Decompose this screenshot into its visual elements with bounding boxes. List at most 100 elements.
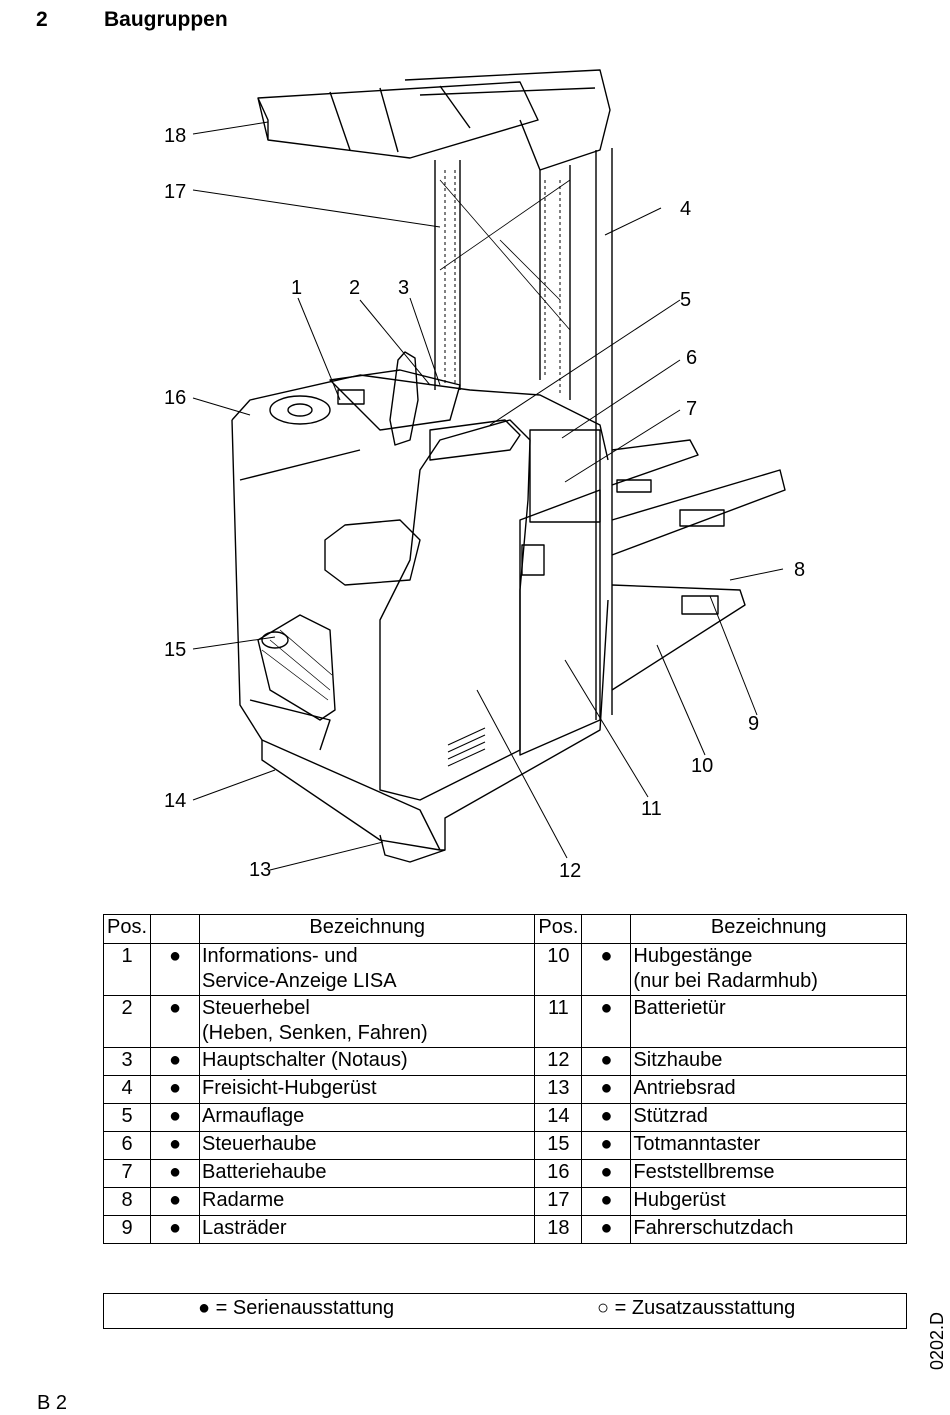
standard-equipment-dot: ● (150, 1103, 200, 1132)
standard-equipment-dot: ● (581, 1103, 632, 1132)
header-pos: Pos. (534, 914, 583, 944)
pos-cell: 4 (103, 1075, 151, 1104)
name-cell: Antriebsrad (630, 1075, 907, 1104)
standard-equipment-dot: ● (150, 995, 200, 1048)
pos-cell: 14 (534, 1103, 583, 1132)
name-cell: Freisicht-Hubgerüst (198, 1075, 536, 1104)
callout-6: 6 (686, 347, 697, 369)
standard-equipment-dot: ● (150, 1075, 200, 1104)
header-name: Bezeichnung (198, 914, 536, 944)
section-number: 2 (36, 8, 48, 31)
legend-standard: ● = Serienausstattung (198, 1297, 395, 1319)
callout-4: 4 (680, 198, 691, 220)
name-cell: Totmanntaster (630, 1131, 907, 1160)
name-cell: Steuerhaube (198, 1131, 536, 1160)
callout-11: 11 (641, 798, 662, 820)
callout-18: 18 (164, 125, 186, 147)
callout-1: 1 (291, 277, 302, 299)
standard-equipment-dot: ● (581, 1187, 632, 1216)
header-dot (581, 914, 632, 944)
name-cell: Hubgestänge (nur bei Radarmhub) (630, 943, 907, 996)
forklift-illustration: 1 2 3 4 5 6 7 8 9 10 11 12 13 14 15 16 1… (164, 69, 805, 882)
callout-leaders (192, 121, 784, 871)
pos-cell: 8 (103, 1187, 151, 1216)
name-cell: Lasträder (198, 1215, 536, 1244)
legend-optional: ○ = Zusatzausstattung (597, 1297, 796, 1319)
name-line: (nur bei Radarmhub) (633, 970, 818, 992)
header-name: Bezeichnung (630, 914, 907, 944)
table-row: 8 ● Radarme 17 ● Hubgerüst (103, 1187, 907, 1216)
pos-cell: 3 (103, 1047, 151, 1076)
standard-equipment-dot: ● (581, 1131, 632, 1160)
name-cell: Steuerhebel (Heben, Senken, Fahren) (198, 995, 536, 1048)
callout-5: 5 (680, 289, 691, 311)
name-line: Steuerhebel (202, 997, 310, 1019)
table-row: 9 ● Lasträder 18 ● Fahrerschutzdach (103, 1215, 907, 1244)
page-number: B 2 (37, 1392, 68, 1414)
name-cell: Hauptschalter (Notaus) (198, 1047, 536, 1076)
name-cell: Hubgerüst (630, 1187, 907, 1216)
callout-14: 14 (164, 790, 186, 812)
name-cell: Stützrad (630, 1103, 907, 1132)
callout-9: 9 (748, 713, 759, 735)
standard-equipment-dot: ● (581, 1047, 632, 1076)
callout-12: 12 (559, 860, 581, 882)
pos-cell: 13 (534, 1075, 583, 1104)
table-row: 4 ● Freisicht-Hubgerüst 13 ● Antriebsrad (103, 1075, 907, 1104)
pos-cell: 6 (103, 1131, 151, 1160)
standard-equipment-dot: ● (581, 943, 632, 996)
callout-15: 15 (164, 639, 186, 661)
pos-cell: 15 (534, 1131, 583, 1160)
callout-2: 2 (349, 277, 360, 299)
callout-labels: 1 2 3 4 5 6 7 8 9 10 11 12 13 14 15 16 1… (164, 125, 805, 882)
document-id: 0202.D (927, 1311, 947, 1370)
standard-equipment-dot: ● (581, 1159, 632, 1188)
pos-cell: 1 (103, 943, 151, 996)
table-header-row: Pos. Bezeichnung Pos. Bezeichnung (103, 914, 907, 944)
standard-equipment-dot: ● (150, 943, 200, 996)
pos-cell: 7 (103, 1159, 151, 1188)
name-line: Informations- und (202, 945, 358, 967)
pos-cell: 9 (103, 1215, 151, 1244)
standard-equipment-dot: ● (150, 1047, 200, 1076)
parts-table: Pos. Bezeichnung Pos. Bezeichnung 1 ● In… (103, 914, 907, 1244)
name-cell: Batterietür (630, 995, 907, 1048)
name-line: Batterietür (633, 997, 726, 1019)
standard-equipment-dot: ● (150, 1215, 200, 1244)
header-dot (150, 914, 200, 944)
name-line: Hubgestänge (633, 945, 753, 967)
name-cell: Feststellbremse (630, 1159, 907, 1188)
truck-drawing (231, 69, 786, 863)
name-cell: Radarme (198, 1187, 536, 1216)
standard-equipment-dot: ● (581, 995, 632, 1048)
name-cell: Armauflage (198, 1103, 536, 1132)
callout-17: 17 (164, 181, 186, 203)
callout-3: 3 (398, 277, 409, 299)
callout-8: 8 (794, 559, 805, 581)
standard-equipment-dot: ● (150, 1159, 200, 1188)
name-cell: Fahrerschutzdach (630, 1215, 907, 1244)
table-row: 6 ● Steuerhaube 15 ● Totmanntaster (103, 1131, 907, 1160)
standard-equipment-dot: ● (150, 1131, 200, 1160)
pos-cell: 2 (103, 995, 151, 1048)
standard-equipment-dot: ● (581, 1215, 632, 1244)
name-cell: Batteriehaube (198, 1159, 536, 1188)
pos-cell: 10 (534, 943, 583, 996)
callout-13: 13 (249, 859, 271, 881)
pos-cell: 5 (103, 1103, 151, 1132)
pos-cell: 11 (534, 995, 583, 1048)
callout-10: 10 (691, 755, 713, 777)
callout-7: 7 (686, 398, 697, 420)
equipment-legend: ● = Serienausstattung ○ = Zusatzausstatt… (103, 1293, 907, 1329)
pos-cell: 12 (534, 1047, 583, 1076)
standard-equipment-dot: ● (581, 1075, 632, 1104)
header-pos: Pos. (103, 914, 151, 944)
pos-cell: 17 (534, 1187, 583, 1216)
name-line: (Heben, Senken, Fahren) (202, 1022, 428, 1044)
name-line: Service-Anzeige LISA (202, 970, 397, 992)
table-row: 5 ● Armauflage 14 ● Stützrad (103, 1103, 907, 1132)
name-cell: Sitzhaube (630, 1047, 907, 1076)
section-title: Baugruppen (104, 8, 228, 31)
